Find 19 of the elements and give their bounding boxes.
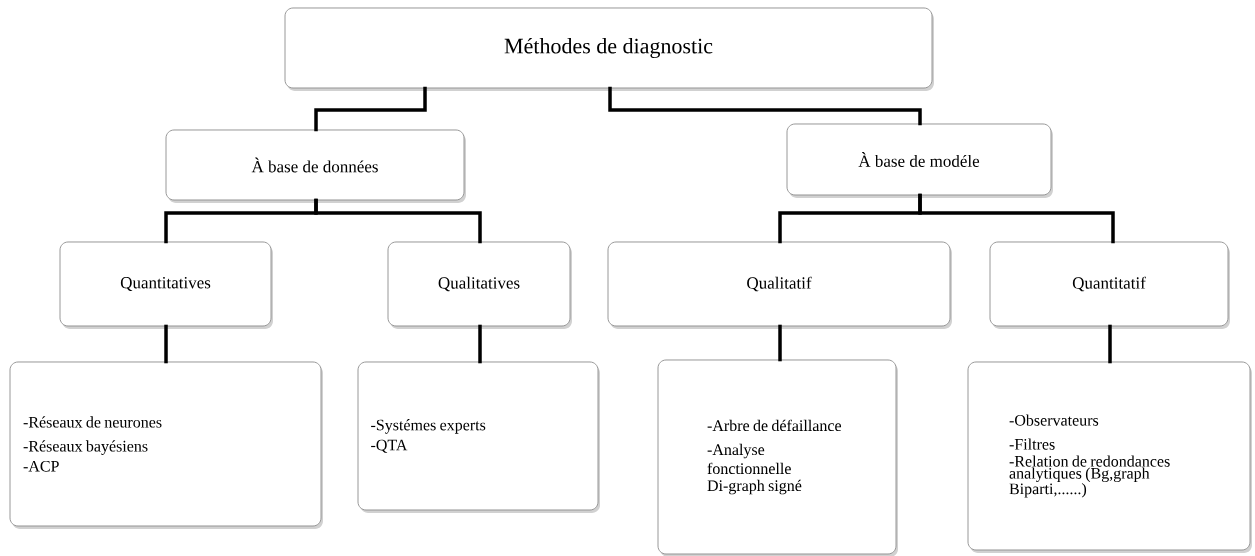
category-box: À base de modéle [786, 123, 1053, 198]
title-box: Méthodes de diagnostic [284, 7, 934, 91]
list-box: -Arbre de défaillance -Analyse fonctionnelle Di-graph signé [657, 359, 898, 556]
connector-line [778, 324, 782, 362]
category-box: Qualitatives [387, 241, 572, 329]
connector-line [478, 324, 482, 364]
list-box: -Systémes experts -QTA [357, 361, 600, 513]
category-box: Qualitatif [607, 241, 952, 329]
connector-line [164, 324, 168, 364]
connector-line [918, 193, 1115, 244]
category-box: Quantitatives [59, 241, 273, 329]
connector-line [314, 198, 482, 244]
category-box: Quantitatif [989, 241, 1230, 329]
connector-line [314, 86, 427, 132]
category-box: À base de données [165, 129, 466, 203]
list-box: -Réseaux de neurones -Réseaux bayésiens -ACP [9, 361, 323, 529]
connector-line [1108, 324, 1112, 364]
connector-line [608, 86, 922, 126]
list-box: -Observateurs -Filtres -Relation de redondances analytiques (Bg,graph Biparti,......) [967, 361, 1252, 553]
